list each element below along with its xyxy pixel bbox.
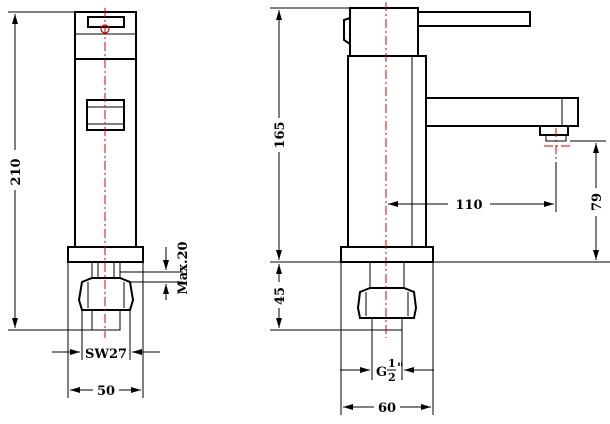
side-view [340,2,579,338]
dim-60-label: 60 [378,401,396,416]
dim-110-label: 110 [455,198,482,213]
front-tail [91,309,121,331]
dim-60: 60 [340,262,434,416]
side-tail [371,317,403,331]
dim-max20: Max.20 [120,241,191,300]
dim-165-label: 165 [273,121,288,148]
side-lever-cap [349,7,419,57]
side-lever-handle [417,11,531,27]
side-nut [356,287,418,319]
front-lever-slot [87,16,125,28]
front-lever-head [74,11,137,60]
side-body [347,55,427,248]
side-shank [369,261,405,289]
dim-210-label: 210 [9,158,24,185]
dim-sw27: SW27 [52,310,160,362]
dim-45: 45 [270,264,372,331]
dim-79: 79 [570,140,606,260]
dim-max20-label: Max.20 [176,241,191,294]
dim-79-label: 79 [590,193,605,211]
dim-thread: G 1 2 " [340,330,434,384]
side-base [340,246,434,263]
dim-thread-num: 1 [388,357,396,370]
dim-thread-g: G [376,365,387,380]
front-view [67,8,144,338]
side-spout [426,97,579,127]
front-shank [91,261,121,279]
front-nut [77,277,135,311]
dim-45-label: 45 [273,287,288,305]
dim-165: 165 [270,7,610,263]
dim-210: 210 [6,11,92,331]
dim-thread-inch: " [397,361,404,376]
dim-110: 110 [388,162,557,213]
side-aerator [539,125,569,136]
dim-50-label: 50 [97,384,115,399]
dim-sw27-label: SW27 [85,347,127,362]
dim-thread-den: 2 [388,371,396,384]
dim-50: 50 [67,262,144,399]
